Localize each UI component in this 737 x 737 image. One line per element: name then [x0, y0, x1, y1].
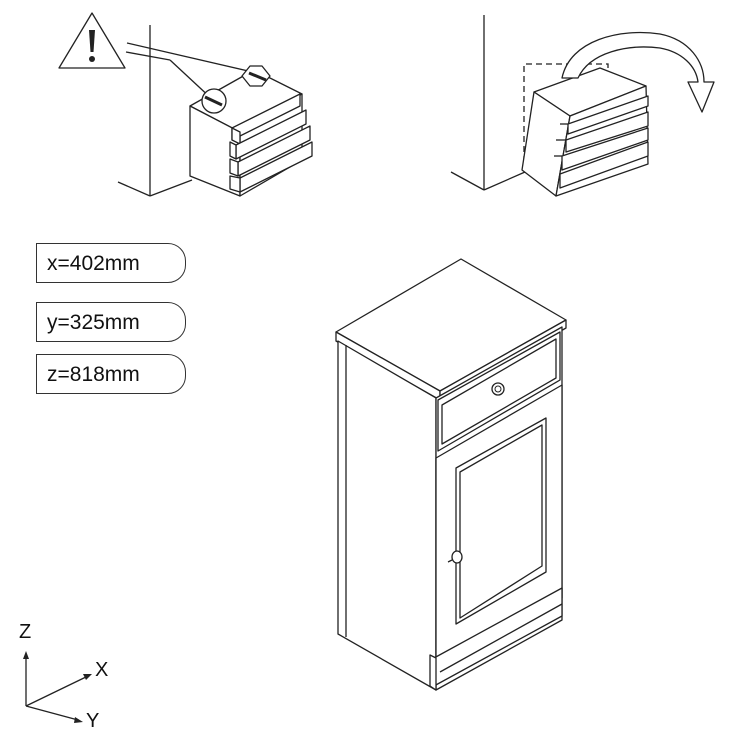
dimension-x-box: x=402mm [36, 243, 186, 283]
cabinet-drawer[interactable] [437, 331, 561, 452]
drawer-1 [231, 93, 301, 145]
tipping-hazard-illustration [450, 15, 715, 197]
wall-mount-illustration [58, 12, 313, 197]
bathroom-cabinet [335, 258, 567, 691]
door-knob-icon [447, 550, 463, 564]
anchor-screw-left-icon [201, 88, 227, 114]
axis-x-label: X [95, 659, 109, 681]
drawer-4 [229, 141, 313, 193]
dimension-y-label: y=325mm [47, 311, 140, 334]
cabinet-plinth [429, 587, 563, 691]
axis-y-label: Y [86, 710, 100, 732]
dimension-y-box: y=325mm [36, 302, 186, 342]
dimension-x-label: x=402mm [47, 252, 140, 275]
dimension-z-box: z=818mm [36, 354, 186, 394]
drawer-2 [229, 109, 307, 160]
dimension-z-label: z=818mm [47, 363, 140, 386]
axis-indicator [23, 651, 92, 723]
rotate-arrow-icon [561, 31, 715, 113]
cabinet-side [337, 340, 437, 691]
warning-triangle-icon [58, 12, 126, 69]
chest-of-drawers [189, 69, 313, 197]
anchor-screw-right-icon [241, 65, 271, 87]
axis-z-label: Z [19, 621, 32, 643]
tilted-chest-of-drawers [521, 67, 649, 197]
drawer-3 [229, 125, 311, 177]
drawer-knob-icon [491, 382, 505, 396]
